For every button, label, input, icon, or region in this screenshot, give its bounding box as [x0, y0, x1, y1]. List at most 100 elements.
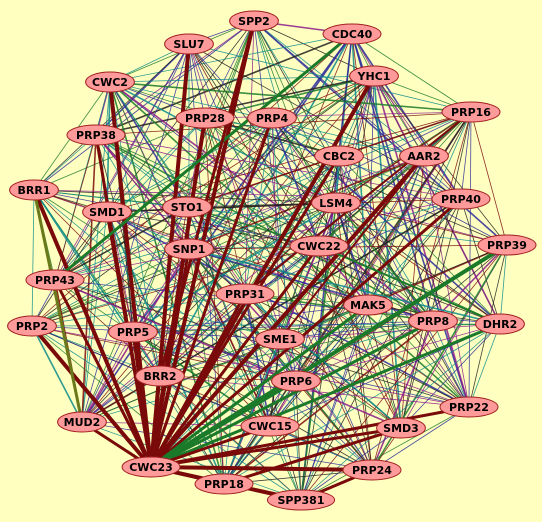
- node-prp18[interactable]: PRP18: [194, 473, 254, 495]
- edge-yhc1-snp1: [188, 75, 375, 250]
- heavy-edge-cwc23-prp40: [149, 197, 463, 469]
- node-shape[interactable]: [477, 234, 537, 256]
- node-cwc22[interactable]: CWC22: [289, 235, 349, 257]
- node-sto1[interactable]: STO1: [162, 196, 212, 218]
- node-prp28[interactable]: PRP28: [175, 107, 235, 129]
- node-shape[interactable]: [108, 321, 158, 343]
- node-shape[interactable]: [66, 124, 126, 146]
- node-mud2[interactable]: MUD2: [57, 411, 107, 433]
- node-shape[interactable]: [349, 65, 399, 87]
- node-yhc1[interactable]: YHC1: [349, 65, 399, 87]
- node-sme1[interactable]: SME1: [255, 328, 305, 350]
- node-shape[interactable]: [399, 145, 449, 167]
- node-shape[interactable]: [475, 313, 525, 335]
- edge-prp4-prp43: [54, 117, 273, 281]
- node-shape[interactable]: [343, 294, 393, 316]
- node-shape[interactable]: [266, 489, 336, 511]
- node-mak5[interactable]: MAK5: [343, 294, 393, 316]
- edge-prp22-spp381: [300, 406, 470, 501]
- node-shape[interactable]: [85, 71, 135, 93]
- node-shape[interactable]: [289, 235, 349, 257]
- node-brr2[interactable]: BRR2: [135, 365, 185, 387]
- node-prp43[interactable]: PRP43: [25, 269, 85, 291]
- node-shape[interactable]: [25, 269, 85, 291]
- node-shape[interactable]: [314, 145, 364, 167]
- node-prp38[interactable]: PRP38: [66, 124, 126, 146]
- edge-prp5-prp22: [132, 331, 470, 408]
- heavy-edge-cwc23-cwc2: [108, 80, 153, 469]
- edge-prp38-prp8: [95, 134, 434, 322]
- node-shape[interactable]: [271, 370, 321, 392]
- node-shape[interactable]: [194, 473, 254, 495]
- node-prp31[interactable]: PRP31: [215, 283, 275, 305]
- node-prp6[interactable]: PRP6: [271, 370, 321, 392]
- node-slu7[interactable]: SLU7: [164, 33, 214, 55]
- node-prp22[interactable]: PRP22: [439, 396, 499, 418]
- node-prp39[interactable]: PRP39: [477, 234, 537, 256]
- node-shape[interactable]: [164, 33, 214, 55]
- node-cwc2[interactable]: CWC2: [85, 71, 135, 93]
- node-shape[interactable]: [255, 328, 305, 350]
- node-smd3[interactable]: SMD3: [376, 417, 426, 439]
- node-spp2[interactable]: SPP2: [229, 10, 279, 32]
- edge-prp43-sme1: [54, 279, 281, 340]
- node-prp5[interactable]: PRP5: [108, 321, 158, 343]
- node-cwc15[interactable]: CWC15: [240, 415, 300, 437]
- node-shape[interactable]: [82, 201, 132, 223]
- node-smd1[interactable]: SMD1: [82, 201, 132, 223]
- node-shape[interactable]: [7, 315, 57, 337]
- heavy-edge-cwc22-dhr2: [318, 245, 501, 325]
- node-shape[interactable]: [121, 456, 181, 478]
- node-shape[interactable]: [439, 396, 499, 418]
- node-brr1[interactable]: BRR1: [9, 179, 59, 201]
- node-shape[interactable]: [175, 107, 235, 129]
- node-shape[interactable]: [441, 101, 501, 123]
- node-shape[interactable]: [322, 23, 382, 45]
- node-shape[interactable]: [247, 107, 297, 129]
- heavy-edge-cwc23-prp5: [131, 330, 153, 469]
- node-prp40[interactable]: PRP40: [431, 188, 491, 210]
- edge-prp2-mud2: [31, 325, 83, 423]
- heavy-edge-cwc23-prp43: [53, 278, 153, 469]
- edge-brr1-prp2: [31, 189, 35, 327]
- node-prp16[interactable]: PRP16: [441, 101, 501, 123]
- node-shape[interactable]: [408, 310, 458, 332]
- node-shape[interactable]: [57, 411, 107, 433]
- node-prp8[interactable]: PRP8: [408, 310, 458, 332]
- node-lsm4[interactable]: LSM4: [311, 192, 361, 214]
- node-prp4[interactable]: PRP4: [247, 107, 297, 129]
- node-shape[interactable]: [376, 417, 426, 439]
- edge-prp4-smd1: [106, 117, 273, 213]
- edge-prp16-prp40: [460, 111, 472, 200]
- node-shape[interactable]: [215, 283, 275, 305]
- node-spp381[interactable]: SPP381: [266, 489, 336, 511]
- edge-prp28-prp22: [204, 117, 470, 408]
- node-cbc2[interactable]: CBC2: [314, 145, 364, 167]
- node-dhr2[interactable]: DHR2: [475, 313, 525, 335]
- node-shape[interactable]: [240, 415, 300, 437]
- node-aar2[interactable]: AAR2: [399, 145, 449, 167]
- node-prp2[interactable]: PRP2: [7, 315, 57, 337]
- node-cwc23[interactable]: CWC23: [121, 456, 181, 478]
- edge-yhc1-prp40: [373, 75, 462, 200]
- edge-slu7-prp16: [188, 43, 472, 113]
- node-prp24[interactable]: PRP24: [342, 459, 402, 481]
- node-shape[interactable]: [162, 196, 212, 218]
- node-shape[interactable]: [9, 179, 59, 201]
- edge-prp5-mud2: [81, 331, 134, 423]
- node-shape[interactable]: [311, 192, 361, 214]
- node-cdc40[interactable]: CDC40: [322, 23, 382, 45]
- edge-prp38-sto1: [95, 134, 188, 208]
- edge-brr2-prp22: [159, 375, 470, 408]
- node-shape[interactable]: [342, 459, 402, 481]
- edge-spp2-aar2: [253, 20, 425, 157]
- heavy-edge-cwc23-brr1: [32, 188, 153, 469]
- node-shape[interactable]: [431, 188, 491, 210]
- node-shape[interactable]: [164, 238, 214, 260]
- edge-brr1-prp39: [33, 189, 508, 246]
- edge-cwc22-prp8: [318, 245, 434, 322]
- node-snp1[interactable]: SNP1: [164, 238, 214, 260]
- node-shape[interactable]: [229, 10, 279, 32]
- node-shape[interactable]: [135, 365, 185, 387]
